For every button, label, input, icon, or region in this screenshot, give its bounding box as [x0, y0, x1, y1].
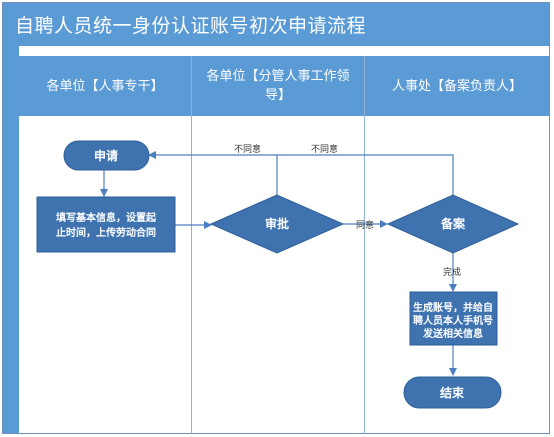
title-bar: 自聘人员统一身份认证账号初次申请流程 — [3, 3, 549, 46]
node-generate-line3: 发送相关信息 — [422, 327, 483, 340]
edge-approve-reject — [148, 151, 278, 195]
edge-label-reject-1: 不同意 — [234, 143, 261, 155]
node-generate-line2: 聘人员本人手机号 — [413, 314, 493, 327]
diagram-title: 自聘人员统一身份认证账号初次申请流程 — [15, 15, 367, 37]
node-generate-account — [409, 291, 498, 346]
node-record-label: 备案 — [440, 216, 466, 231]
lane-header-staff: 各单位【人事专干】 — [19, 56, 191, 116]
node-end — [403, 376, 502, 409]
node-approve-label: 审批 — [265, 216, 289, 231]
lane-header-leader: 各单位【分管人事工作领 导】 — [192, 56, 364, 116]
lane-header-staff-label: 各单位【人事专干】 — [46, 78, 164, 94]
node-generate-line1: 生成账号，并给自 — [413, 301, 493, 314]
lane-header-leader-label-1: 各单位【分管人事工作领 — [206, 69, 350, 84]
node-fill-info-line2: 止时间，上传劳动合同 — [56, 226, 156, 239]
lane-divider-1 — [191, 56, 192, 434]
edge-label-reject-2: 不同意 — [311, 143, 338, 155]
lane-divider-2 — [364, 56, 365, 434]
lane-header-hr: 人事处【备案负责人】 — [365, 56, 549, 116]
lane-header-hr-label: 人事处【备案负责人】 — [391, 78, 522, 94]
lane-header-leader-label-2: 导】 — [264, 88, 291, 103]
node-apply-label: 申请 — [94, 148, 118, 163]
node-fill-info-line1: 填写基本信息，设置起 — [56, 211, 157, 224]
node-end-label: 结束 — [440, 385, 465, 400]
edge-record-reject — [277, 154, 454, 195]
edge-label-done: 完成 — [443, 266, 461, 278]
lane-strip — [3, 46, 19, 433]
node-approve — [209, 194, 345, 254]
node-apply — [63, 140, 150, 171]
edge-label-agree: 同意 — [356, 219, 374, 231]
node-fill-info — [36, 196, 176, 253]
node-record — [386, 194, 520, 254]
